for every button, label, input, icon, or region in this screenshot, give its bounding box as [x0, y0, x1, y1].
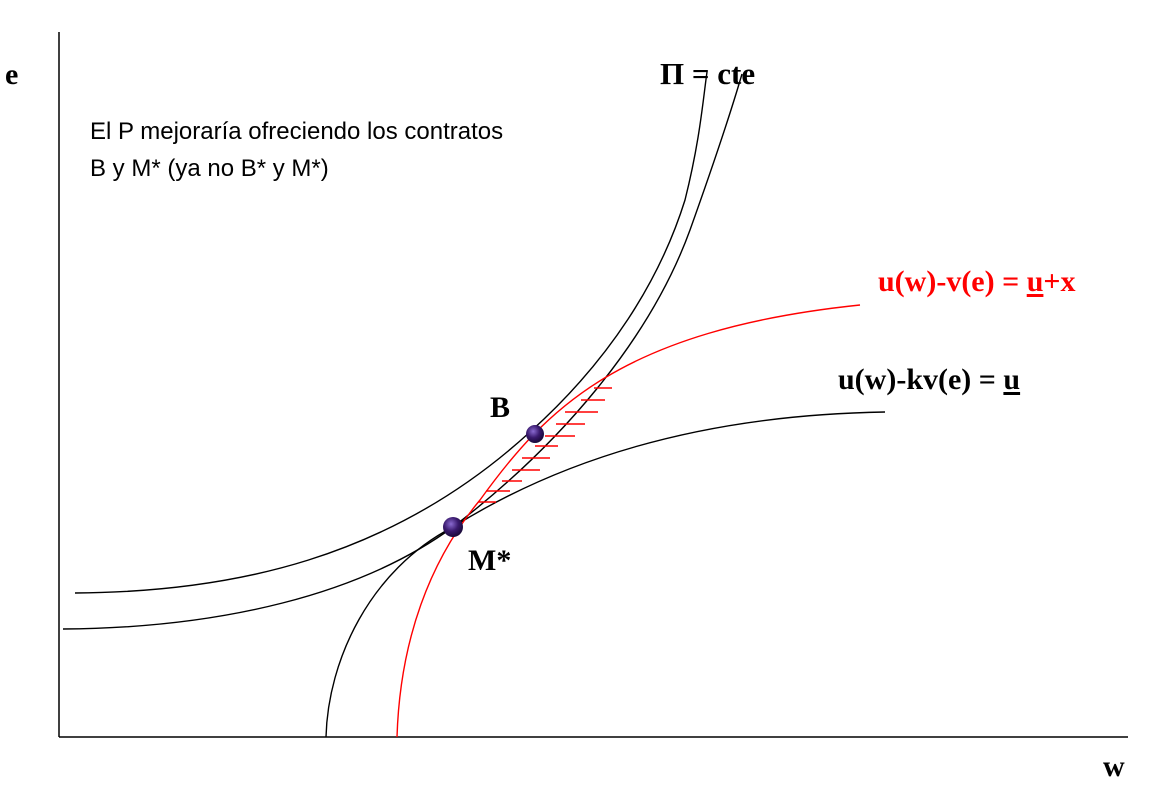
- hatch-region: [478, 387, 612, 503]
- lower-curve-left: [62, 526, 454, 630]
- ir-curve-red: [396, 304, 861, 738]
- ic-curve-label-u: u: [1003, 363, 1021, 396]
- point-B-label: B: [490, 391, 511, 424]
- ir-curve-label-u: u: [1026, 265, 1044, 298]
- annotation-line-2: B y M* (ya no B* y M*): [90, 155, 329, 182]
- point-B: [526, 425, 544, 443]
- ir-curve-label: u(w)-v(e) = u+x: [878, 267, 1076, 297]
- profit-curve-lower: [452, 73, 743, 528]
- ic-curve-label: u(w)-kv(e) = u: [838, 365, 1020, 395]
- point-M-label: M*: [468, 544, 512, 577]
- y-axis-label: e: [5, 58, 19, 91]
- profit-curve-label: Π = cte: [660, 56, 756, 91]
- ic-curve-label-prefix: u(w)-kv(e) =: [838, 363, 1004, 396]
- ic-curve-black: [325, 411, 886, 738]
- point-M-star: [443, 517, 463, 537]
- ir-curve-label-prefix: u(w)-v(e) =: [878, 265, 1027, 298]
- upper-curve-left: [74, 431, 531, 594]
- x-axis-label: w: [1103, 750, 1125, 783]
- annotation-line-1: El P mejoraría ofreciendo los contratos: [90, 118, 504, 145]
- ir-curve-label-suffix: +x: [1043, 265, 1076, 298]
- profit-curve-upper: [529, 71, 708, 433]
